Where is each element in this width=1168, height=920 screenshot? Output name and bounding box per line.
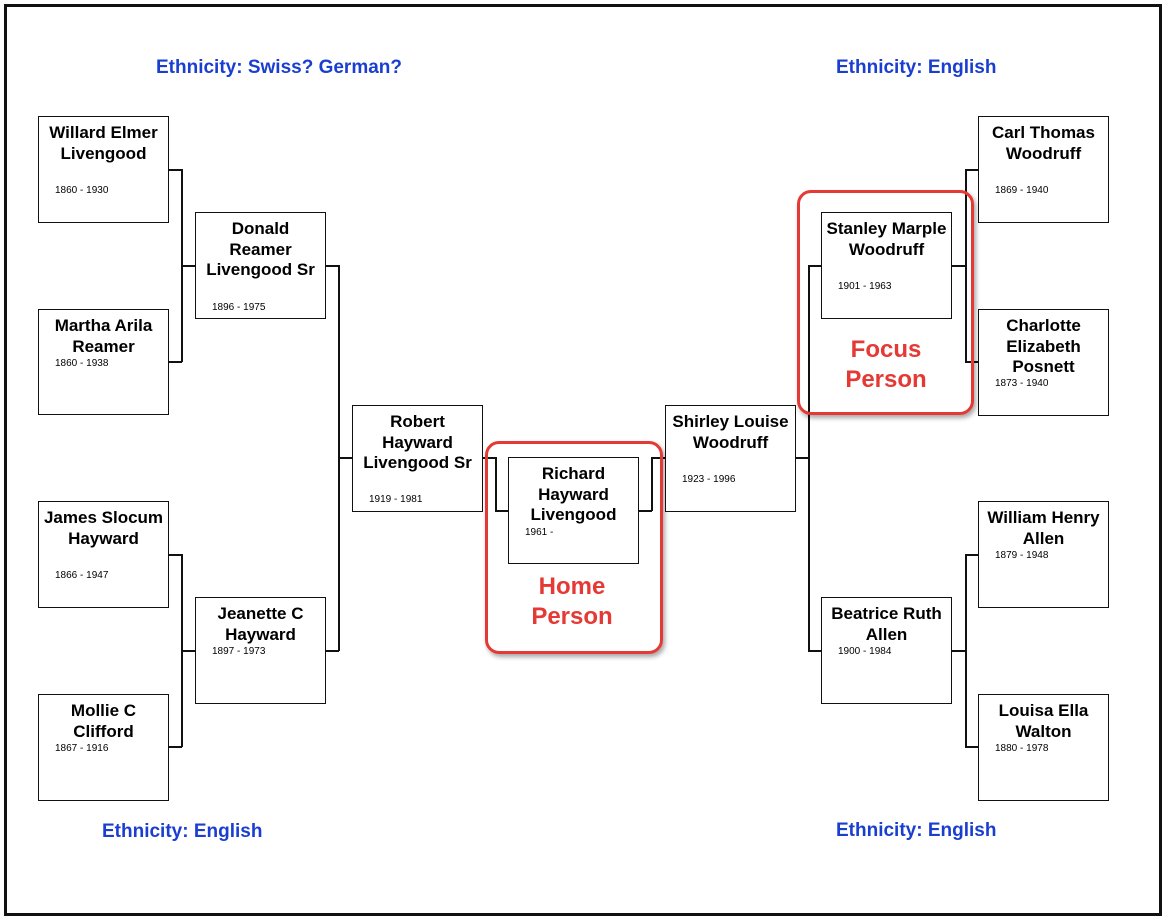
home-person-label: Home Person <box>531 573 613 630</box>
person-box-martha-reamer[interactable]: Martha Arila Reamer 1860 - 1938 <box>38 309 169 415</box>
person-name: Beatrice Ruth Allen <box>831 604 942 644</box>
person-name: Carl Thomas Woodruff <box>992 123 1095 163</box>
connector-line <box>808 265 810 651</box>
connector-line <box>168 361 182 363</box>
person-dates: 1897 - 1973 <box>212 646 266 657</box>
person-name: Robert Hayward Livengood Sr <box>363 412 472 472</box>
ethnicity-label-bottom-right: Ethnicity: English <box>836 820 997 841</box>
person-name: Willard Elmer Livengood <box>49 123 158 163</box>
connector-line <box>965 746 980 748</box>
connector-line <box>965 169 980 171</box>
connector-line <box>181 265 196 267</box>
person-name: Shirley Louise Woodruff <box>672 412 789 452</box>
person-box-robert-livengood[interactable]: Robert Hayward Livengood Sr 1919 - 1981 <box>352 405 483 512</box>
person-dates: 1961 - <box>525 527 554 538</box>
person-box-william-allen[interactable]: William Henry Allen 1879 - 1948 <box>978 501 1109 608</box>
person-dates: 1901 - 1963 <box>838 281 892 292</box>
person-box-richard-livengood[interactable]: Richard Hayward Livengood 1961 - <box>508 457 639 564</box>
person-name: Mollie C Clifford <box>70 701 137 741</box>
home-person-highlight <box>485 441 663 654</box>
ethnicity-label-top-right: Ethnicity: English <box>836 57 997 78</box>
connector-line <box>808 650 822 652</box>
connector-line <box>325 265 339 267</box>
connector-line <box>808 265 822 267</box>
connector-line <box>482 457 496 459</box>
connector-line <box>495 457 497 511</box>
person-dates: 1919 - 1981 <box>369 494 423 505</box>
person-dates: 1879 - 1948 <box>995 550 1049 561</box>
person-box-stanley-woodruff[interactable]: Stanley Marple Woodruff 1901 - 1963 <box>821 212 952 319</box>
person-box-donald-livengood[interactable]: Donald Reamer Livengood Sr 1896 - 1975 <box>195 212 326 319</box>
person-name: Charlotte Elizabeth Posnett <box>1006 316 1081 376</box>
person-name: William Henry Allen <box>987 508 1100 548</box>
person-dates: 1873 - 1940 <box>995 378 1049 389</box>
person-dates: 1866 - 1947 <box>55 570 109 581</box>
connector-line <box>168 746 182 748</box>
connector-line <box>638 510 652 512</box>
connector-line <box>168 554 182 556</box>
person-name: Donald Reamer Livengood Sr <box>206 219 315 279</box>
person-name: Louisa Ella Walton <box>998 701 1089 741</box>
person-box-charlotte-posnett[interactable]: Charlotte Elizabeth Posnett 1873 - 1940 <box>978 309 1109 416</box>
person-name: Jeanette C Hayward <box>217 604 304 644</box>
person-name: Richard Hayward Livengood <box>530 464 617 524</box>
connector-line <box>952 650 966 652</box>
connector-line <box>168 169 182 171</box>
person-dates: 1923 - 1996 <box>682 474 736 485</box>
person-dates: 1880 - 1978 <box>995 743 1049 754</box>
person-dates: 1860 - 1938 <box>55 358 109 369</box>
connector-line <box>338 457 352 459</box>
ethnicity-label-top-left: Ethnicity: Swiss? German? <box>156 57 402 78</box>
connector-line <box>952 265 966 267</box>
focus-person-label: Focus Person <box>845 336 927 393</box>
ethnicity-label-bottom-left: Ethnicity: English <box>102 821 263 842</box>
person-box-jeanette-hayward[interactable]: Jeanette C Hayward 1897 - 1973 <box>195 597 326 704</box>
person-box-mollie-clifford[interactable]: Mollie C Clifford 1867 - 1916 <box>38 694 169 801</box>
person-box-louisa-walton[interactable]: Louisa Ella Walton 1880 - 1978 <box>978 694 1109 801</box>
person-box-beatrice-allen[interactable]: Beatrice Ruth Allen 1900 - 1984 <box>821 597 952 704</box>
person-box-shirley-woodruff[interactable]: Shirley Louise Woodruff 1923 - 1996 <box>665 405 796 512</box>
person-dates: 1900 - 1984 <box>838 646 892 657</box>
connector-line <box>495 510 509 512</box>
connector-line <box>965 554 967 747</box>
connector-line <box>651 457 666 459</box>
person-name: Stanley Marple Woodruff <box>826 219 947 259</box>
connector-line <box>965 169 967 362</box>
connector-line <box>965 554 980 556</box>
person-dates: 1860 - 1930 <box>55 185 109 196</box>
person-box-james-hayward[interactable]: James Slocum Hayward 1866 - 1947 <box>38 501 169 608</box>
person-dates: 1867 - 1916 <box>55 743 109 754</box>
connector-line <box>795 457 809 459</box>
person-dates: 1896 - 1975 <box>212 302 266 313</box>
person-box-carl-woodruff[interactable]: Carl Thomas Woodruff 1869 - 1940 <box>978 116 1109 223</box>
person-name: Martha Arila Reamer <box>54 316 153 356</box>
focus-person-highlight <box>797 190 974 415</box>
person-box-willard-livengood[interactable]: Willard Elmer Livengood 1860 - 1930 <box>38 116 169 223</box>
connector-line <box>181 650 196 652</box>
connector-line <box>651 457 653 511</box>
person-name: James Slocum Hayward <box>43 508 164 548</box>
connector-line <box>325 650 339 652</box>
person-dates: 1869 - 1940 <box>995 185 1049 196</box>
